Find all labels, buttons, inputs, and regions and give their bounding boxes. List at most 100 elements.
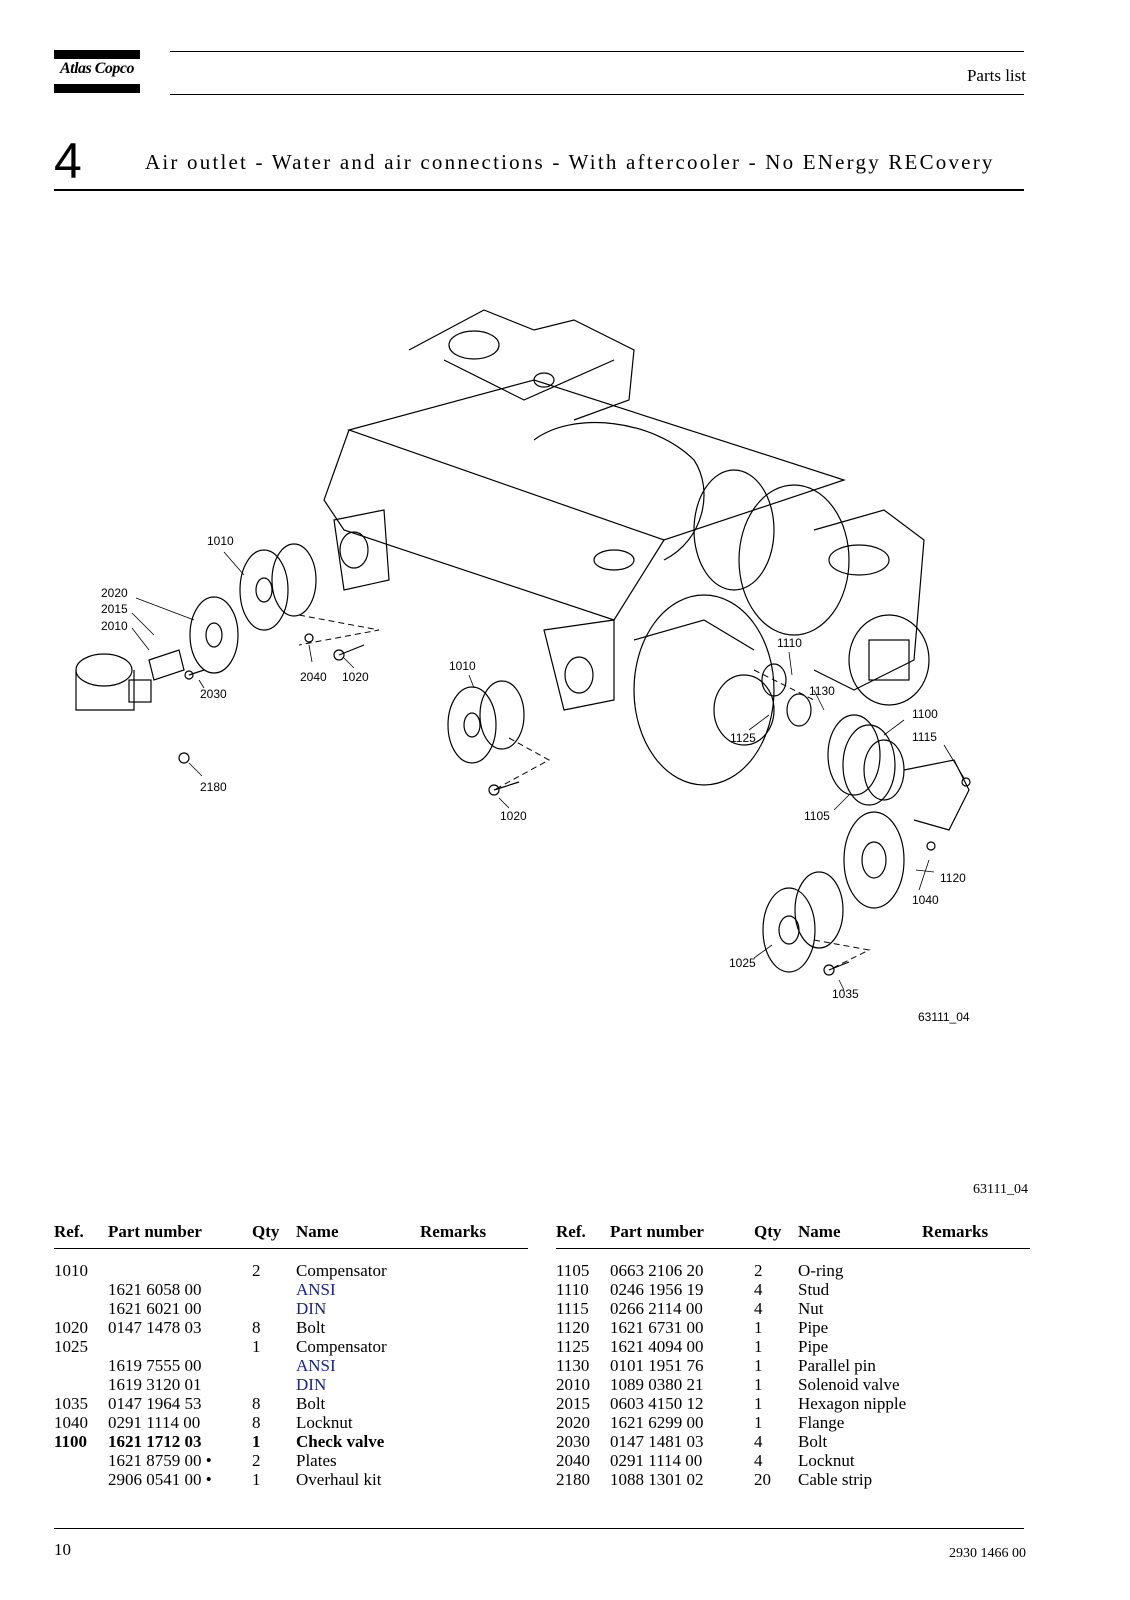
cell-name: Check valve (296, 1432, 385, 1451)
cell-part-number: 0266 2114 00 (610, 1299, 703, 1318)
cell-qty: 4 (754, 1280, 763, 1299)
cell-name: Pipe (798, 1318, 829, 1337)
cell-qty: 8 (252, 1394, 261, 1413)
cell-part-number: 0603 4150 12 (610, 1394, 704, 1413)
header-part-number: Part number (610, 1222, 704, 1241)
cell-name: Overhaul kit (296, 1470, 382, 1489)
cell-part-number: 0291 1114 00 (610, 1451, 703, 1470)
cell-name: Solenoid valve (798, 1375, 900, 1394)
cell-ref: 1100 (54, 1432, 88, 1451)
callout-1025: 1025 (729, 956, 756, 970)
cell-ref: 1040 (54, 1413, 88, 1432)
callout-1130: 1130 (809, 684, 835, 698)
cell-qty: 1 (754, 1375, 763, 1394)
section-label: Parts list (966, 66, 1026, 85)
cell-name: DIN (296, 1375, 327, 1394)
cell-qty: 4 (754, 1299, 763, 1318)
cell-part-number: 0147 1964 53 (108, 1394, 202, 1413)
figure-reference: 63111_04 (973, 1182, 1028, 1197)
cell-ref: 1115 (556, 1299, 589, 1318)
cell-name: Locknut (798, 1451, 855, 1470)
atlas-copco-logo: Atlas Copco (54, 50, 140, 93)
header-rule-bottom (170, 94, 1024, 95)
callout-1125: 1125 (730, 731, 756, 745)
callout-2030: 2030 (200, 687, 227, 701)
table-row: 1621 6058 00 ANSI (54, 1280, 528, 1299)
cell-qty: 8 (252, 1413, 261, 1432)
cell-part-number: 1621 6058 00 (108, 1280, 202, 1299)
header-ref: Ref. (54, 1222, 84, 1241)
logo-bar-top (54, 50, 140, 59)
header-qty: Qty (754, 1222, 782, 1241)
header-remarks: Remarks (922, 1222, 989, 1241)
cell-qty: 1 (754, 1318, 763, 1337)
cell-ref: 1125 (556, 1337, 590, 1356)
cell-part-number: 0291 1114 00 (108, 1413, 201, 1432)
cell-ref: 1025 (54, 1337, 88, 1356)
cell-qty: 1 (754, 1337, 763, 1356)
cell-name: ANSI (296, 1280, 336, 1299)
table-row: 1619 3120 01 DIN (54, 1375, 528, 1394)
cell-part-number: 1621 6021 00 (108, 1299, 202, 1318)
cell-part-number: 1621 6299 00 (610, 1413, 704, 1432)
cell-qty: 1 (252, 1470, 261, 1489)
cell-ref: 1110 (556, 1280, 589, 1299)
cell-name: Bolt (296, 1394, 326, 1413)
section-number: 4 (54, 133, 82, 189)
cell-part-number: 1619 3120 01 (108, 1375, 202, 1394)
document-number: 2930 1466 00 (949, 1546, 1026, 1561)
cell-qty: 20 (754, 1470, 771, 1489)
cell-name: Cable strip (798, 1470, 873, 1489)
logo-wordmark: Atlas Copco (59, 60, 135, 77)
cell-ref: 2020 (556, 1413, 590, 1432)
cell-part-number: 2906 0541 00 • (108, 1470, 212, 1489)
callout-1010-upper: 1010 (207, 534, 234, 548)
callout-1120: 1120 (940, 871, 966, 885)
cell-name: Nut (798, 1299, 824, 1318)
cell-name: Flange (798, 1413, 845, 1432)
callout-1110: 1110 (777, 636, 802, 650)
cell-qty: 1 (754, 1394, 763, 1413)
callout-1100: 1100 (912, 707, 938, 721)
callout-2015: 2015 (101, 602, 128, 616)
cell-part-number: 1619 7555 00 (108, 1356, 202, 1375)
cell-ref: 1010 (54, 1261, 88, 1280)
header-remarks: Remarks (420, 1222, 487, 1241)
cell-ref: 1020 (54, 1318, 88, 1337)
callout-1105: 1105 (804, 809, 830, 823)
cell-name: Bolt (798, 1432, 828, 1451)
header-rule-top (170, 51, 1024, 52)
cell-part-number: 0101 1951 76 (610, 1356, 704, 1375)
cell-part-number: 0663 2106 20 (610, 1261, 704, 1280)
cell-qty: 4 (754, 1451, 763, 1470)
cell-qty: 1 (252, 1432, 261, 1451)
table-row: 1115 0266 2114 00 4 Nut (556, 1299, 1030, 1318)
cell-qty: 1 (754, 1356, 763, 1375)
cell-part-number: 1621 8759 00 • (108, 1451, 212, 1470)
cell-qty: 4 (754, 1432, 763, 1451)
cell-ref: 1130 (556, 1356, 590, 1375)
callout-1010-lower: 1010 (449, 659, 476, 673)
cell-part-number: 1621 4094 00 (610, 1337, 704, 1356)
cell-qty: 8 (252, 1318, 261, 1337)
callout-2020: 2020 (101, 586, 128, 600)
cell-part-number: 0246 1956 19 (610, 1280, 704, 1299)
page-number: 10 (54, 1540, 71, 1559)
logo-bar-bottom (54, 84, 140, 93)
table-header: Ref. Part number Qty Name Remarks (54, 1222, 528, 1248)
table-header-rule (556, 1248, 1030, 1249)
